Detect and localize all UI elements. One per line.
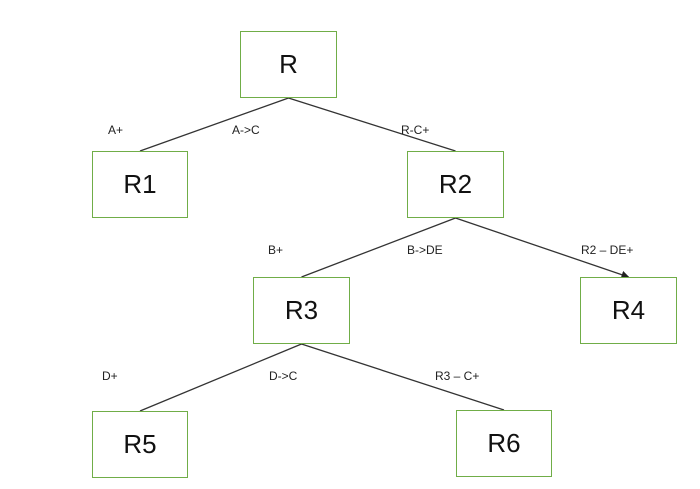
node-r6-label: R6 [487, 428, 521, 458]
node-r5: R5 [92, 411, 188, 478]
edge-r3-to-r6 [301, 343, 505, 411]
node-r-label: R [279, 49, 298, 79]
node-r4-label: R4 [611, 295, 646, 325]
node-r: R [240, 31, 337, 98]
node-r1-label: R1 [123, 169, 157, 199]
node-r4: R4 [580, 277, 677, 344]
node-r1: R1 [92, 151, 188, 218]
node-r3: R3 [253, 277, 350, 344]
edge-label-d-closure: D+ [102, 369, 118, 383]
edge-label-r2-minus-de: R2 – DE+ [581, 243, 634, 257]
edge-label-a-closure: A+ [108, 123, 124, 137]
edge-r2-to-r3 [301, 217, 456, 278]
edge-label-a-to-c: A->C [232, 123, 260, 137]
edge-label-b-closure: B+ [268, 243, 284, 257]
node-r6: R6 [456, 410, 552, 477]
node-r3-label: R3 [284, 295, 319, 325]
edge-label-b-to-de: B->DE [407, 243, 443, 257]
edge-r-to-r1 [139, 97, 289, 152]
edge-r-to-r2 [288, 97, 456, 152]
edge-label-r-minus-c: R-C+ [401, 123, 430, 137]
edge-label-r3-minus-c: R3 – C+ [435, 369, 480, 383]
node-r5-label: R5 [123, 429, 157, 459]
node-r2-label: R2 [438, 169, 473, 199]
node-r2: R2 [407, 151, 504, 218]
edge-label-d-to-c: D->C [269, 369, 298, 383]
edge-r2-to-r4 [455, 217, 630, 279]
edge-r3-to-r5 [139, 343, 302, 412]
